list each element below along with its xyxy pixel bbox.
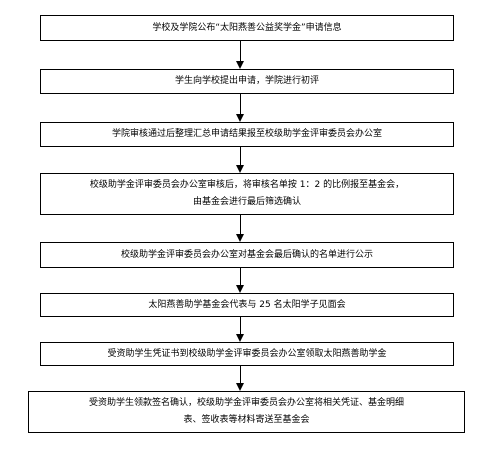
flow-step-2: 学生向学校提出申请，学院进行初评 (40, 69, 454, 94)
flow-step-7: 受资助学生凭证书到校级助学金评审委员会办公室领取太阳燕善助学金 (40, 342, 454, 366)
flow-arrow-3 (236, 147, 246, 173)
flow-step-4: 校级助学金评审委员会办公室审核后，将审核名单按 1：2 的比例报至基金会， 由基… (40, 173, 454, 215)
flow-step-6: 太阳燕善助学基金会代表与 25 名太阳学子见面会 (40, 293, 454, 317)
flow-step-3: 学院审核通过后整理汇总申请结果报至校级助学金评审委员会办公室 (40, 122, 454, 147)
flow-step-5: 校级助学金评审委员会办公室对基金会最后确认的名单进行公示 (40, 242, 454, 268)
flow-step-1: 学校及学院公布“太阳燕善公益奖学金”申请信息 (40, 15, 454, 41)
flow-arrow-5 (236, 268, 246, 293)
flow-arrow-7 (236, 366, 246, 391)
flow-arrow-4 (236, 215, 246, 242)
flow-step-8: 受资助学生领款签名确认，校级助学金评审委员会办公室将相关凭证、基金明细 表、签收… (28, 391, 465, 433)
flow-arrow-6 (236, 317, 246, 342)
flow-arrow-2 (236, 94, 246, 122)
flow-arrow-1 (236, 41, 246, 69)
